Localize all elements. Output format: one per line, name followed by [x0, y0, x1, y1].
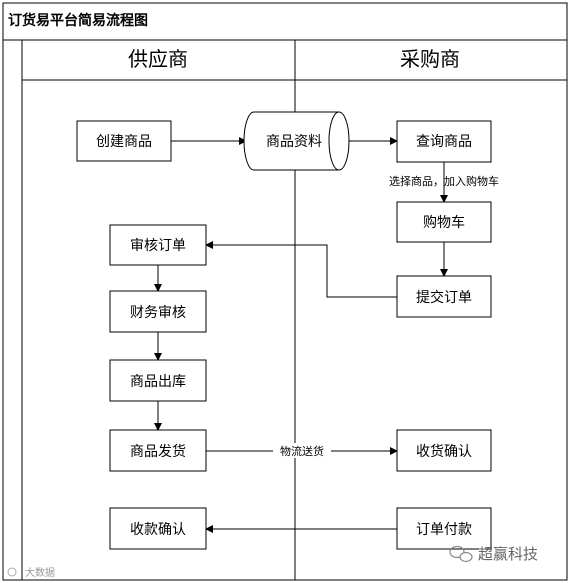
diagram-title: 订货易平台简易流程图: [8, 12, 148, 29]
node-product-outbound-label: 商品出库: [130, 374, 186, 390]
node-order-payment: 订单付款: [396, 507, 492, 550]
node-finance-review: 财务审核: [109, 290, 207, 333]
wechat-icon: [449, 545, 473, 563]
watermark-left: 大数据: [7, 566, 55, 579]
watermark-left-text: 大数据: [25, 566, 55, 579]
edge-submit-to-review: [205, 241, 397, 298]
edge-label-select-add-cart: 选择商品，加入购物车: [389, 174, 499, 188]
node-submit-order-label: 提交订单: [416, 289, 472, 306]
node-cart: 购物车: [396, 201, 492, 243]
node-cart-label: 购物车: [423, 214, 465, 231]
lane-supplier-label: 供应商: [128, 47, 188, 71]
node-product-ship: 商品发货: [109, 429, 207, 472]
node-create-product-label: 创建商品: [96, 134, 152, 150]
node-payment-confirm-label: 收款确认: [130, 522, 186, 538]
lane-buyer-label: 采购商: [400, 47, 460, 71]
node-finance-review-label: 财务审核: [130, 305, 186, 321]
node-receipt-confirm: 收货确认: [396, 429, 492, 472]
node-product-ship-label: 商品发货: [130, 443, 186, 460]
node-payment-confirm: 收款确认: [109, 507, 207, 550]
node-receipt-confirm-label: 收货确认: [416, 443, 472, 460]
data-store-label: 商品资料: [266, 134, 322, 150]
watermark-right: 超赢科技: [449, 545, 538, 563]
node-review-order: 审核订单: [109, 224, 207, 266]
watermark-right-text: 超赢科技: [478, 545, 538, 563]
watermark-logo-icon: [7, 567, 17, 577]
edge-label-logistics-delivery: 物流送货: [280, 444, 324, 458]
node-product-outbound: 商品出库: [109, 359, 207, 402]
node-review-order-label: 审核订单: [130, 238, 186, 254]
node-order-payment-label: 订单付款: [416, 522, 472, 538]
edge-label-background: [273, 443, 331, 458]
data-store-product-data: 商品资料: [243, 111, 350, 171]
node-query-product-label: 查询商品: [416, 134, 472, 150]
node-submit-order: 提交订单: [396, 275, 492, 318]
node-create-product: 创建商品: [76, 120, 172, 162]
node-query-product: 查询商品: [396, 120, 492, 163]
